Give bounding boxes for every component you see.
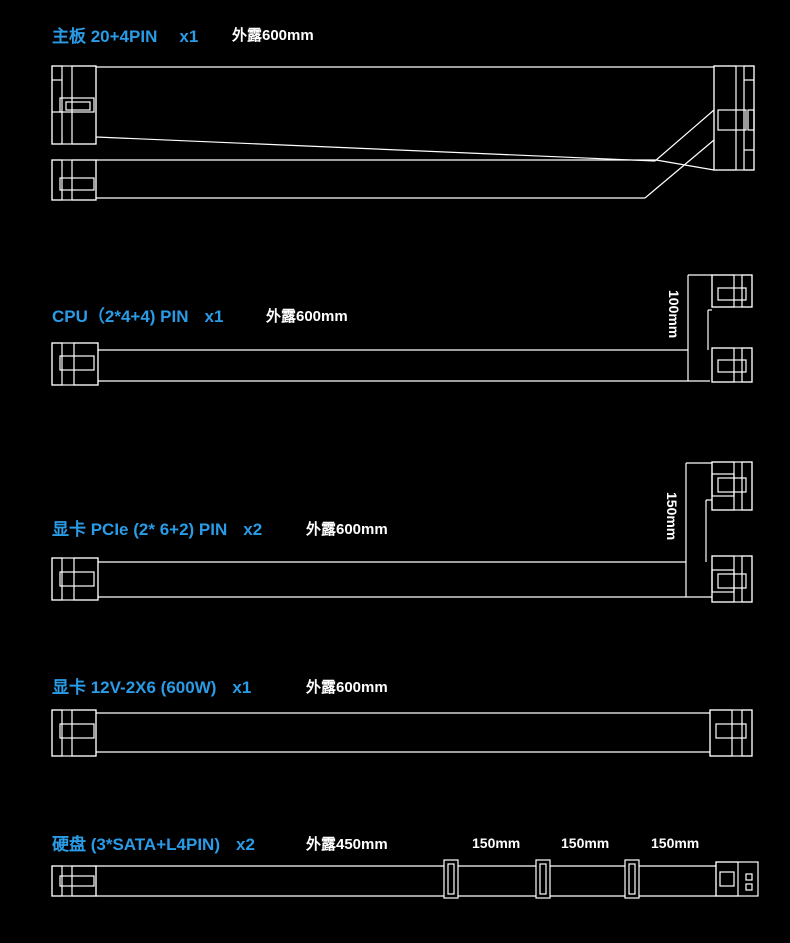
connector-4pin-top [711, 274, 753, 308]
motherboard-cable [51, 65, 755, 201]
cable-qty: x2 [243, 520, 263, 539]
connector-6plus2-bottom [711, 555, 753, 603]
exposed-length-label: 外露600mm [266, 308, 348, 325]
sata-connector-3 [624, 859, 640, 899]
connector-8pin-psu [51, 557, 99, 601]
connector-8pin-left [51, 342, 99, 386]
sata-connector-1 [443, 859, 459, 899]
connector-12v-2x6-right [709, 709, 753, 757]
cable-title-pcie: 显卡 PCIe (2* 6+2) PIN x2 [52, 515, 262, 540]
cable-title-sata: 硬盘 (3*SATA+L4PIN) x2 [52, 830, 255, 855]
exposed-length-label: 外露600mm [306, 521, 388, 538]
connector-4pin-bottom [711, 347, 753, 383]
cable-title-cpu: CPU（2*4+4) PIN x1 [52, 302, 223, 327]
molex-4pin-connector [715, 861, 759, 897]
exposed-length-label: 外露600mm [232, 27, 314, 44]
connector-psu-left [51, 709, 97, 757]
cable-title-gpu-12v: 显卡 12V-2X6 (600W) x1 [52, 673, 251, 698]
cable-title-motherboard: 主板 20+4PIN x1 [52, 22, 198, 47]
segment-length-label: 150mm [651, 835, 700, 851]
pcie-cable [51, 461, 753, 603]
cable-qty: x1 [179, 27, 199, 46]
segment-length-label: 150mm [561, 835, 610, 851]
connector-24pin-right [713, 65, 755, 171]
sata-connector-2 [535, 859, 551, 899]
cable-name: 显卡 PCIe (2* 6+2) PIN [52, 520, 228, 539]
cpu-cable [51, 274, 753, 386]
segment-length-label: 150mm [472, 835, 521, 851]
cable-name: 硬盘 (3*SATA+L4PIN) [52, 835, 220, 854]
connector-20pin-left [51, 65, 97, 145]
connector-6plus2-top [711, 461, 753, 511]
cable-name: 显卡 12V-2X6 (600W) [52, 678, 217, 697]
cable-qty: x2 [235, 835, 255, 854]
cable-name: CPU（2*4+4) PIN [52, 307, 189, 326]
connector-4pin-left [51, 159, 97, 201]
connector-psu-left [51, 865, 97, 897]
cable-qty: x1 [204, 307, 224, 326]
exposed-length-label: 外露600mm [306, 679, 388, 696]
cable-name: 主板 20+4PIN [52, 27, 158, 46]
sata-cable [51, 859, 759, 899]
cable-qty: x1 [232, 678, 252, 697]
gpu-12v-cable [51, 709, 753, 757]
exposed-length-label: 外露450mm [306, 836, 388, 853]
